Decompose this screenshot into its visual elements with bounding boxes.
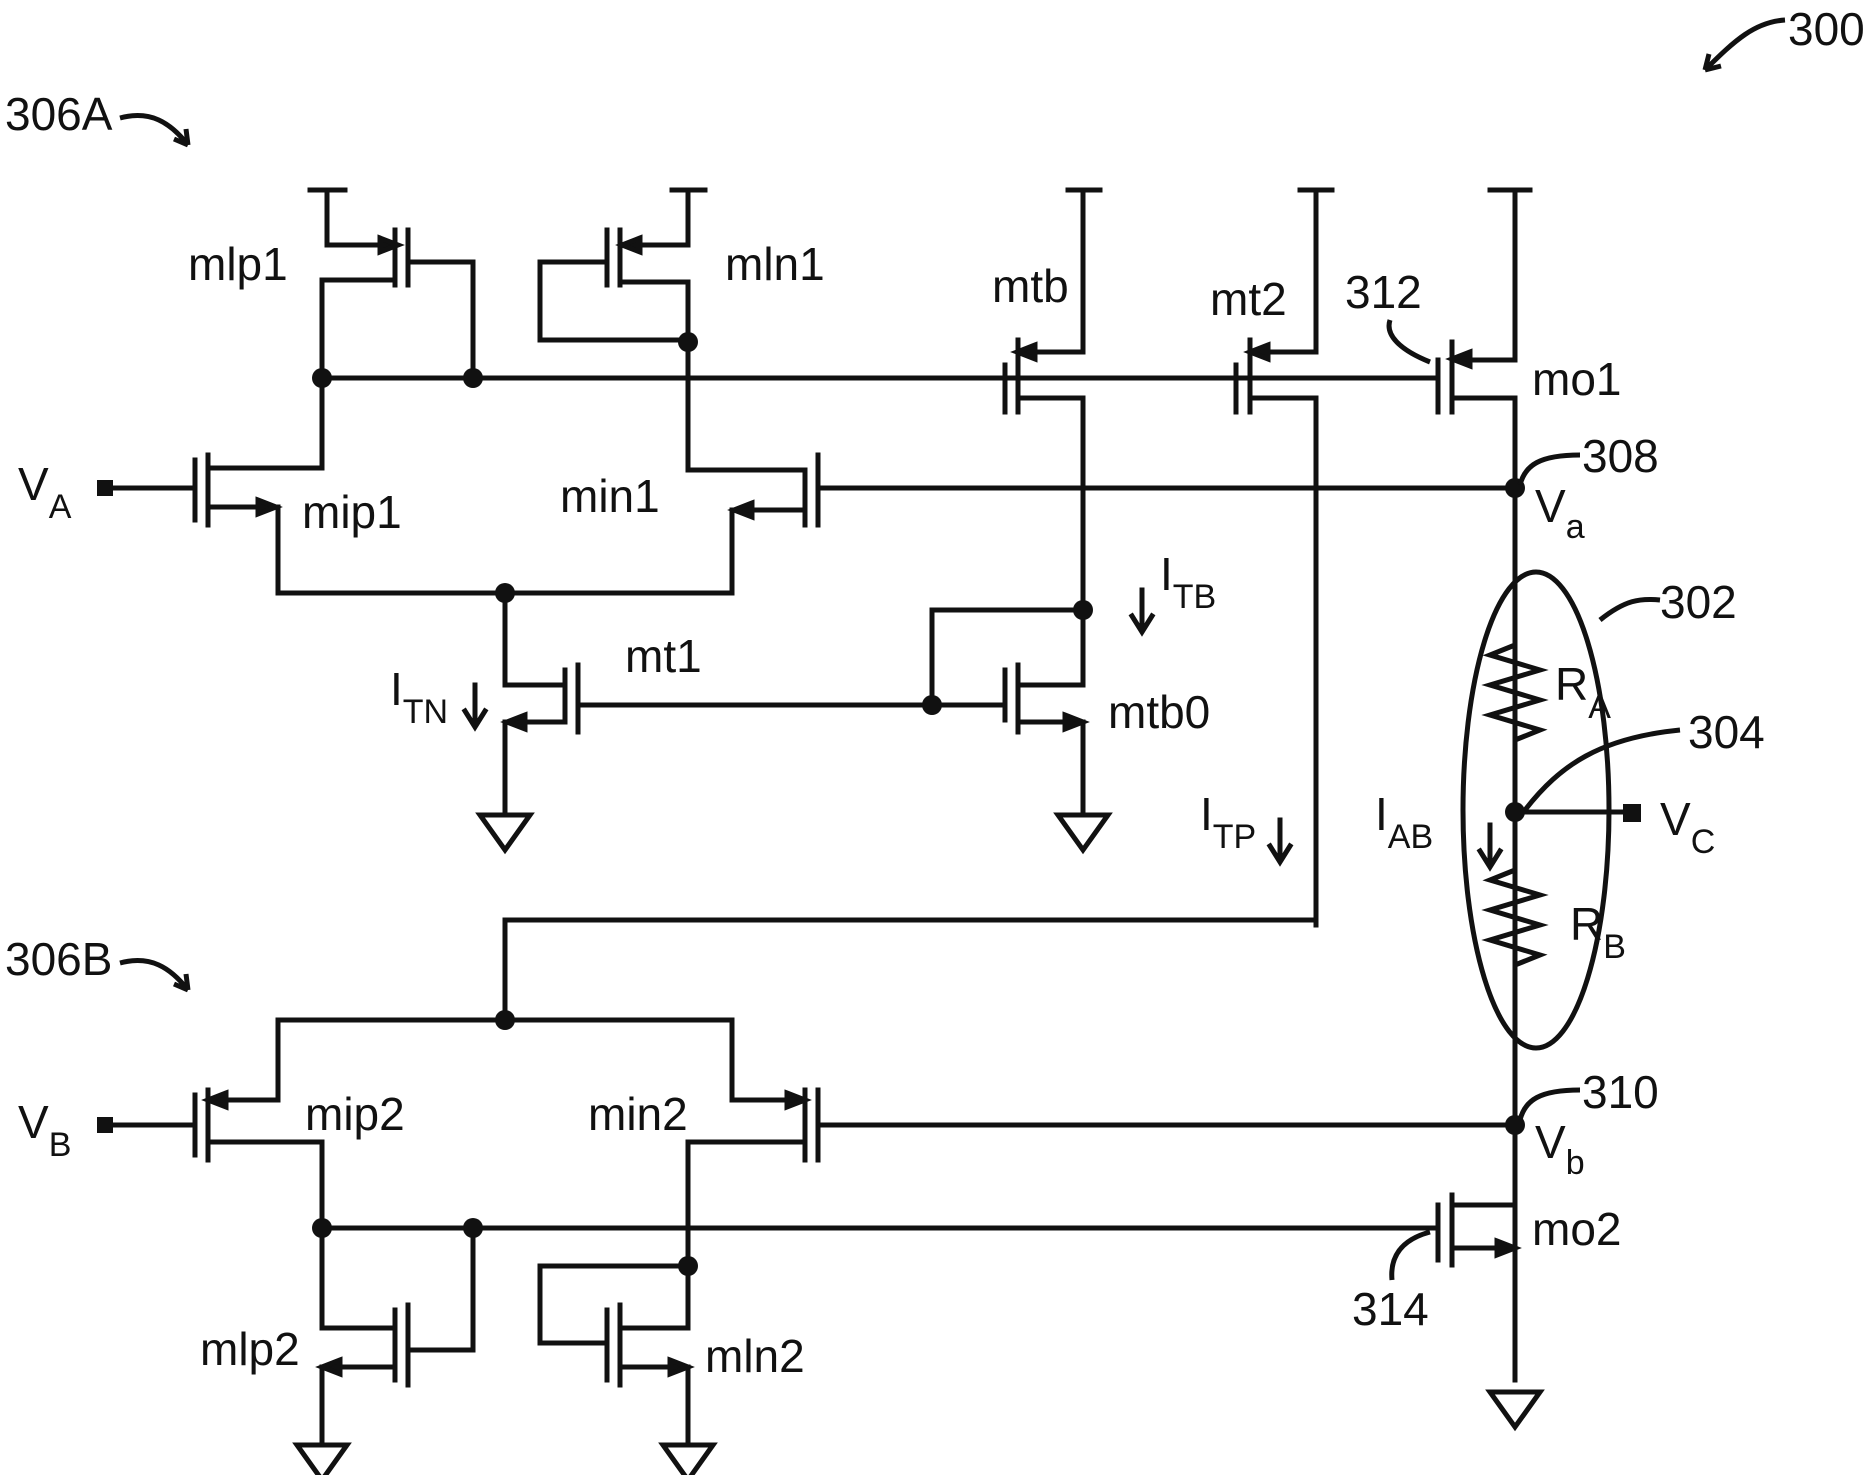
ref-300: 300 [1788, 3, 1865, 55]
vc-terminal [1623, 804, 1641, 822]
resistor-group-302 [1463, 572, 1641, 1048]
transistor-mlp1 [310, 190, 473, 378]
transistor-mtb0 [932, 610, 1083, 815]
label-va-input: VA [18, 458, 72, 526]
transistor-mo2 [1438, 1195, 1515, 1265]
label-mln1: mln1 [725, 238, 825, 290]
label-mo1: mo1 [1532, 353, 1621, 405]
label-mt2: mt2 [1210, 273, 1287, 325]
itn-arrow [465, 685, 485, 727]
transistor-mln1 [540, 190, 805, 470]
label-itb: ITB [1160, 548, 1216, 616]
label-min2: min2 [588, 1088, 688, 1140]
label-min1: min1 [560, 470, 660, 522]
label-vb-input: VB [18, 1096, 71, 1164]
ref-314: 314 [1352, 1283, 1429, 1335]
ref-306b-leader [120, 961, 188, 990]
label-mip1: mip1 [302, 486, 402, 538]
transistor-mlp2 [322, 1228, 473, 1445]
itp-wire [505, 920, 1316, 1015]
label-iab: IAB [1375, 788, 1433, 856]
ground-symbol [297, 1445, 347, 1475]
label-mln2: mln2 [705, 1330, 805, 1382]
ref-310: 310 [1582, 1066, 1659, 1118]
ref-302: 302 [1660, 576, 1737, 628]
ref-312: 312 [1345, 266, 1422, 318]
ground-symbol [1490, 1392, 1540, 1427]
label-mlp2: mlp2 [200, 1323, 300, 1375]
label-mlp1: mlp1 [188, 238, 288, 290]
label-ra: RA [1555, 658, 1611, 726]
ref-306a: 306A [5, 88, 113, 140]
label-node-vb: Vb [1535, 1116, 1585, 1182]
iab-arrow [1480, 825, 1500, 867]
label-itn: ITN [390, 663, 448, 731]
ref-302-leader [1600, 599, 1660, 620]
ground-symbol [663, 1445, 713, 1475]
ref-304-leader [1525, 730, 1680, 810]
label-rb: RB [1570, 898, 1626, 966]
label-mtb0: mtb0 [1108, 686, 1210, 738]
transistor-mtb [1005, 190, 1100, 610]
ground-symbol [1058, 815, 1108, 850]
label-vc: VC [1660, 793, 1715, 861]
label-mo2: mo2 [1532, 1203, 1621, 1255]
ref-300-leader [1705, 20, 1785, 70]
resistor-ra [1490, 600, 1540, 810]
ref-314-leader [1392, 1232, 1430, 1280]
label-itp: ITP [1200, 788, 1256, 856]
itp-arrow [1270, 820, 1290, 862]
block-306a [120, 190, 1530, 1380]
ref-308: 308 [1582, 430, 1659, 482]
label-node-va: Va [1535, 480, 1585, 546]
transistor-mln2 [540, 1266, 688, 1445]
ref-306b: 306B [5, 933, 112, 985]
block-306b [120, 920, 1540, 1475]
ref-304: 304 [1688, 706, 1765, 758]
ground-symbol [480, 815, 530, 850]
labels: 300 306A 306B 302 304 308 310 312 314 ml… [5, 3, 1865, 1382]
label-mip2: mip2 [305, 1088, 405, 1140]
label-mtb: mtb [992, 260, 1069, 312]
ref-312-leader [1389, 320, 1430, 362]
transistor-min1 [278, 455, 1515, 593]
junction-dots [312, 332, 1525, 1276]
transistor-min2 [688, 1090, 1515, 1266]
transistor-mo1 [1236, 190, 1530, 1380]
label-mt1: mt1 [625, 630, 702, 682]
ref-306a-leader [120, 116, 188, 145]
itb-arrow [1132, 590, 1152, 632]
